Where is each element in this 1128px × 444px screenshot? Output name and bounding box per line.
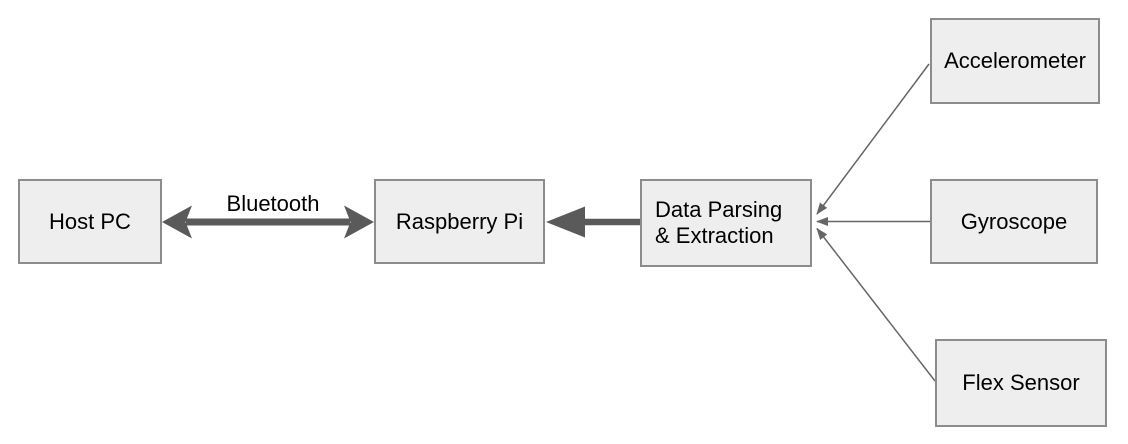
node-raspberry-pi-label: Raspberry Pi: [395, 208, 524, 234]
node-flex-sensor: Flex Sensor: [935, 339, 1107, 427]
parsing-to-raspberrypi-arrow: [546, 206, 640, 238]
node-host-pc: Host PC: [18, 179, 162, 264]
node-raspberry-pi: Raspberry Pi: [374, 179, 545, 264]
node-accelerometer-label: Accelerometer: [944, 48, 1086, 74]
accelerometer-to-parsing-arrow: [816, 63, 930, 215]
node-data-parsing: Data Parsing & Extraction: [640, 179, 812, 267]
node-gyroscope-label: Gyroscope: [960, 208, 1068, 234]
parsing-to-raspberrypi-arrowhead: [546, 206, 585, 238]
node-data-parsing-label: Data Parsing & Extraction: [655, 197, 783, 248]
bluetooth-edge-label: Bluetooth: [226, 191, 320, 216]
flexsensor-to-parsing-arrow: [816, 227, 936, 382]
node-accelerometer: Accelerometer: [930, 18, 1100, 104]
node-gyroscope: Gyroscope: [930, 179, 1098, 264]
node-host-pc-label: Host PC: [49, 208, 131, 234]
node-flex-sensor-label: Flex Sensor: [962, 370, 1080, 396]
